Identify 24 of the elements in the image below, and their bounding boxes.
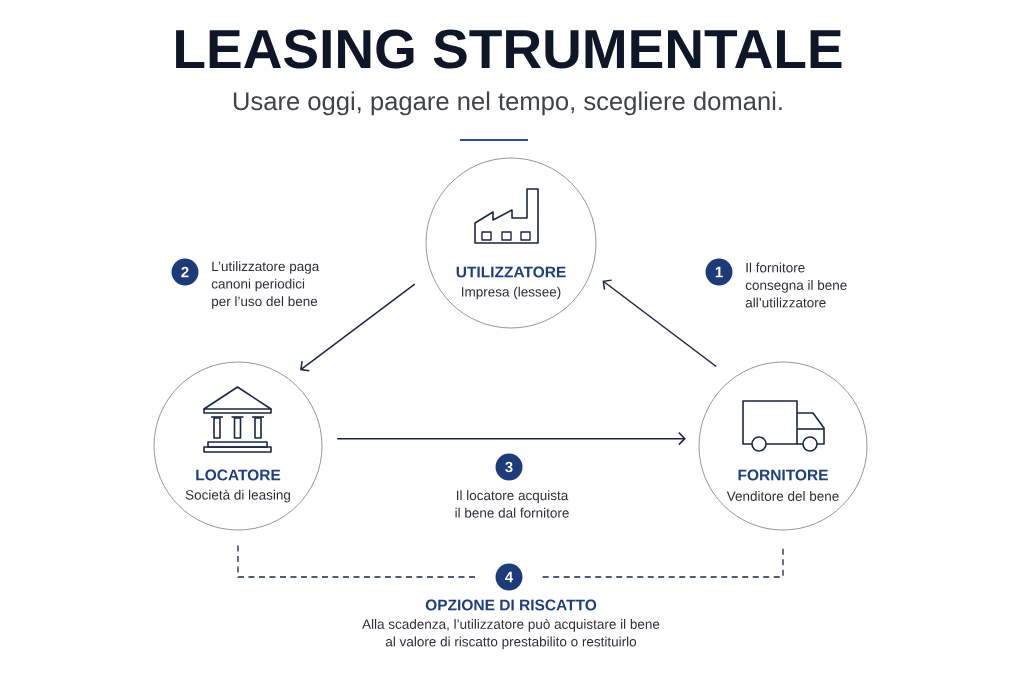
step-description: Il locatore acquista il bene dal fornitore (455, 490, 569, 518)
step-description: L’utilizzatore paga canoni periodici per l’uso del bene (211, 261, 320, 309)
node-title: LOCATORE (196, 469, 281, 481)
step-description: Il fornitore consegna il bene all’utilizzatore (745, 262, 847, 308)
node-title: FORNITORE (738, 469, 828, 481)
step-heading: OPZIONE DI RISCATTO (425, 599, 597, 611)
number-badge: 2 (171, 258, 199, 286)
circle-node (153, 361, 323, 531)
dashed-line (237, 544, 478, 578)
number-badge: 3 (495, 453, 523, 481)
node-title: UTILIZZATORE (456, 266, 566, 278)
number-badge: 1 (705, 258, 733, 286)
arrow (300, 283, 416, 372)
circle-node (425, 157, 597, 329)
node-subtitle: Società di leasing (185, 489, 290, 503)
node-subtitle: Impresa (lessee) (462, 286, 561, 300)
subtitle: Usare oggi, pagare nel tempo, scegliere domani. (233, 91, 782, 116)
step-description: Alla scadenza, l’utilizzatore può acquistare il bene al valore di riscatto prestabilito o restituirlo (362, 618, 660, 650)
arrow (602, 279, 717, 368)
arrow (336, 431, 686, 446)
circle-node (698, 361, 868, 531)
title: LEASING STRUMENTALE (176, 29, 842, 69)
node-subtitle: Venditore del bene (726, 491, 839, 501)
number-badge: 4 (495, 563, 523, 591)
